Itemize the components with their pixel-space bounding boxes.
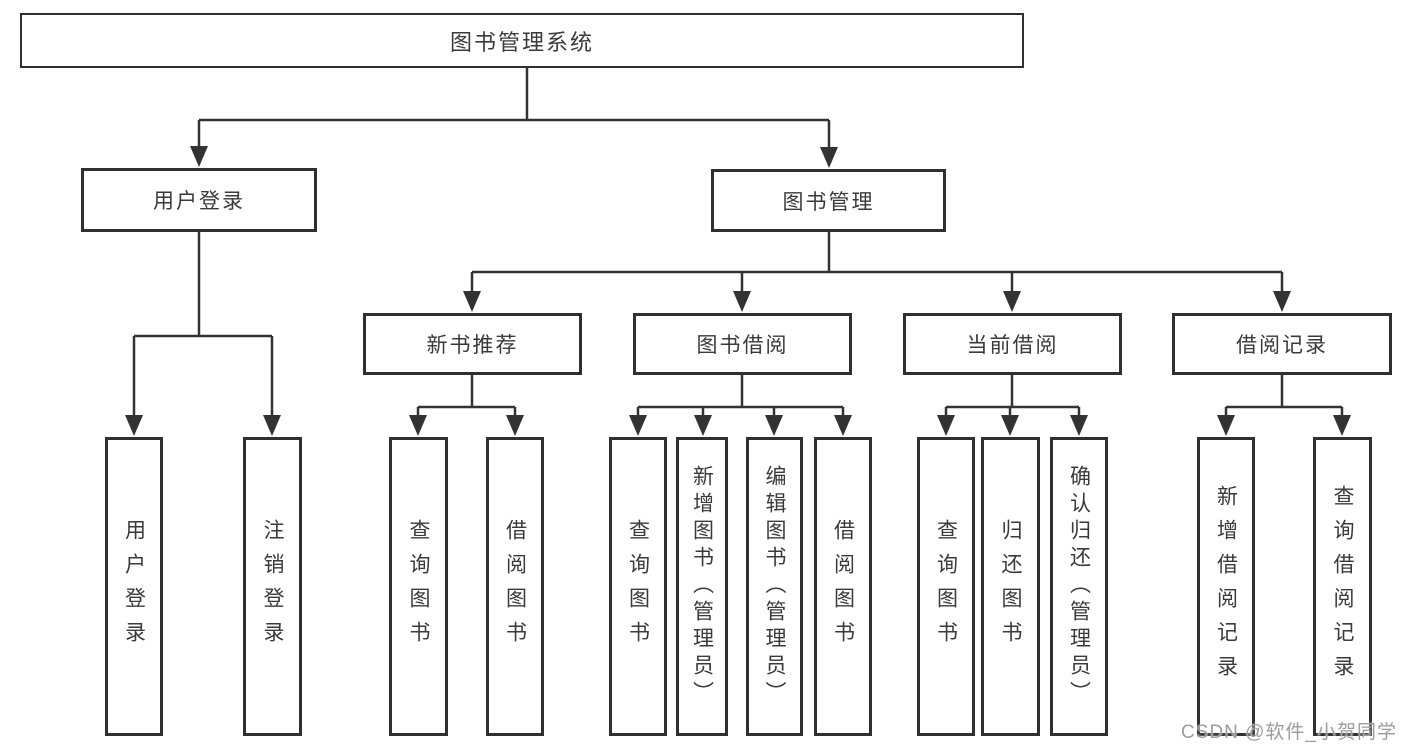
leaf-add-borrow-record: 新增借阅记录 — [1197, 437, 1255, 736]
leaf-add-books-admin: 新增图书（管理员） — [676, 437, 728, 736]
node-new-book-recommend: 新书推荐 — [363, 313, 582, 375]
leaf-logout-login: 注销登录 — [243, 437, 302, 736]
connector-root-to-level2 — [197, 68, 831, 151]
node-current-borrowing: 当前借阅 — [903, 313, 1122, 375]
arrowhead — [190, 146, 208, 167]
leaf-label: 借阅图书 — [831, 518, 855, 655]
arrowhead — [506, 415, 524, 436]
csdn-watermark: CSDN @软件_小贺同学 — [1181, 722, 1397, 743]
leaf-query-books: 查询图书 — [917, 437, 975, 736]
leaf-label: 用户登录 — [122, 518, 146, 655]
leaf-query-books: 查询图书 — [609, 437, 667, 736]
arrowhead — [694, 415, 712, 436]
node-label: 图书借阅 — [696, 334, 789, 357]
leaf-edit-books-admin: 编辑图书（管理员） — [746, 437, 803, 736]
arrowhead — [629, 415, 647, 436]
arrowhead — [834, 415, 852, 436]
arrowhead — [820, 147, 838, 168]
leaf-label: 查询图书 — [407, 518, 430, 655]
leaf-label: 借阅图书 — [503, 518, 527, 655]
node-book-borrowing: 图书借阅 — [633, 313, 852, 375]
node-label: 用户登录 — [153, 190, 245, 213]
arrowhead — [1217, 415, 1235, 436]
leaf-label: 查询图书 — [934, 518, 958, 655]
connector-currentborrow-to-leaves — [944, 375, 1081, 419]
arrowheads — [125, 146, 1351, 436]
node-borrowing-records: 借阅记录 — [1172, 313, 1392, 375]
arrowhead — [1333, 415, 1351, 436]
leaf-query-books: 查询图书 — [389, 437, 448, 736]
connector-lines — [132, 68, 1344, 419]
node-label: 新书推荐 — [426, 334, 519, 357]
leaf-confirm-return-admin: 确认归还（管理员） — [1050, 437, 1108, 736]
arrowhead — [463, 291, 481, 312]
connector-userlogin-to-leaves — [132, 232, 274, 419]
arrowhead — [263, 415, 281, 436]
arrowhead — [125, 415, 143, 436]
leaf-label: 确认归还（管理员） — [1067, 465, 1091, 708]
connector-bookmgmt-to-level3 — [470, 232, 1284, 295]
leaf-label: 归还图书 — [999, 518, 1022, 655]
node-label: 图书管理系统 — [449, 29, 594, 55]
arrowhead — [409, 415, 427, 436]
leaf-borrow-books: 借阅图书 — [814, 437, 872, 736]
arrowhead — [733, 291, 751, 312]
connector-newbook-to-leaves — [416, 375, 517, 419]
node-root: 图书管理系统 — [20, 13, 1024, 68]
node-label: 图书管理 — [782, 190, 875, 214]
node-label: 借阅记录 — [1236, 334, 1328, 357]
leaf-label: 查询图书 — [626, 518, 650, 655]
leaf-query-borrow-record: 查询借阅记录 — [1313, 437, 1372, 736]
node-label: 当前借阅 — [966, 334, 1059, 357]
leaf-user-login: 用户登录 — [105, 437, 163, 736]
leaf-label: 新增图书（管理员） — [690, 465, 714, 708]
leaf-label: 查询借阅记录 — [1331, 484, 1354, 689]
node-book-management: 图书管理 — [711, 169, 946, 232]
arrowhead — [765, 415, 783, 436]
arrowhead — [937, 415, 955, 436]
leaf-label: 注销登录 — [261, 518, 284, 655]
leaf-label: 新增借阅记录 — [1214, 484, 1238, 689]
arrowhead — [1003, 291, 1021, 312]
connector-borrowrecord-to-leaves — [1224, 375, 1344, 419]
leaf-return-books: 归还图书 — [981, 437, 1040, 736]
arrowhead — [1001, 415, 1019, 436]
node-user-login: 用户登录 — [81, 168, 317, 232]
leaf-borrow-books: 借阅图书 — [486, 437, 544, 736]
arrowhead — [1070, 415, 1088, 436]
leaf-label: 编辑图书（管理员） — [763, 465, 786, 708]
arrowhead — [1273, 291, 1291, 312]
connector-bookborrow-to-leaves — [636, 375, 845, 419]
